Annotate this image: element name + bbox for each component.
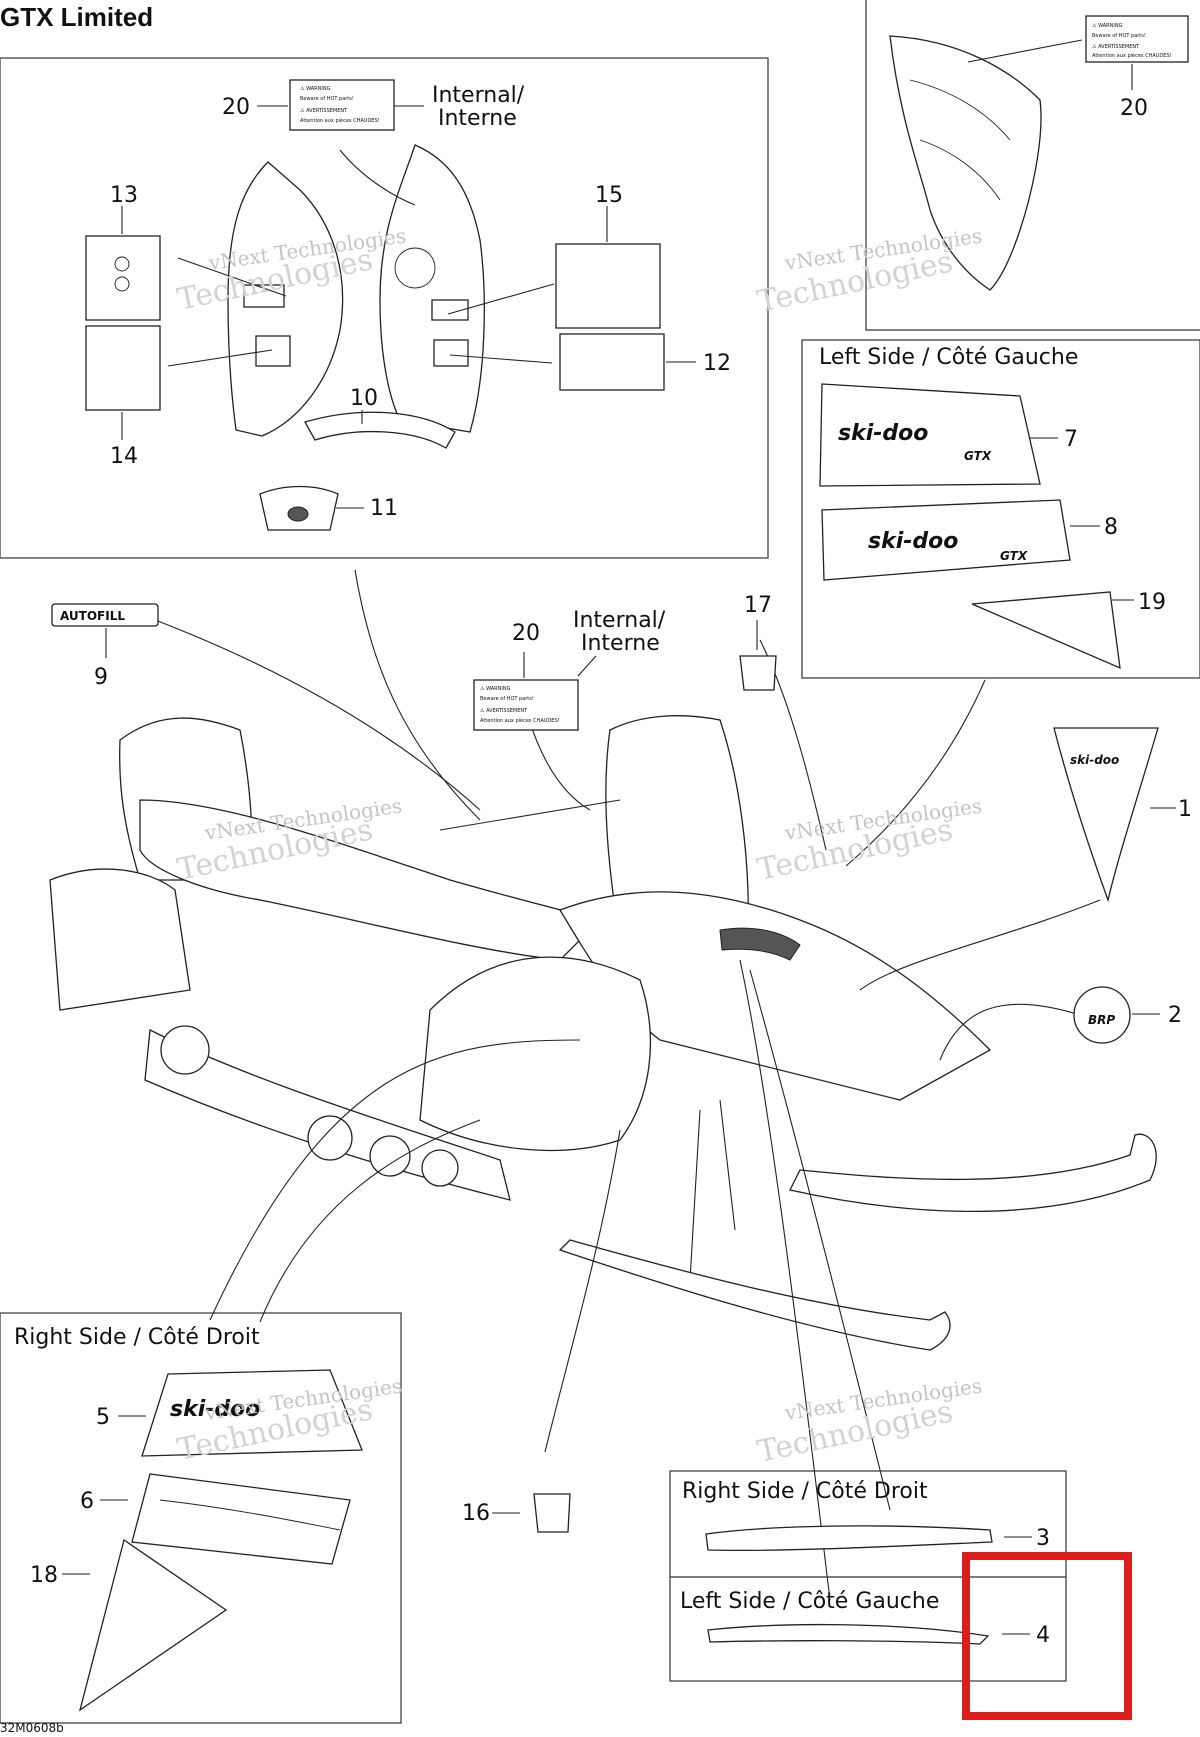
warning-label-20-top: ⚠ WARNING Beware of HOT parts! ⚠ AVERTIS… bbox=[257, 79, 424, 131]
callout-7: 7 bbox=[1064, 427, 1078, 452]
callout-1: 1 bbox=[1178, 797, 1192, 822]
callout-2: 2 bbox=[1168, 1003, 1182, 1028]
callout-20-main: 20 bbox=[512, 621, 540, 646]
left-side-heading: Left Side / Côté Gauche bbox=[819, 345, 1078, 370]
svg-text:Beware of HOT parts!: Beware of HOT parts! bbox=[1092, 33, 1146, 39]
svg-text:⚠ WARNING: ⚠ WARNING bbox=[480, 686, 511, 692]
left-side-panel bbox=[801, 339, 1200, 679]
callout-12: 12 bbox=[703, 351, 731, 376]
callout-14: 14 bbox=[110, 444, 138, 469]
right-side-small-heading: Right Side / Côté Droit bbox=[682, 1479, 928, 1504]
callout-5: 5 bbox=[96, 1405, 110, 1430]
svg-text:⚠ AVERTISSEMENT: ⚠ AVERTISSEMENT bbox=[480, 708, 528, 714]
svg-text:Beware of HOT parts!: Beware of HOT parts! bbox=[480, 696, 534, 702]
svg-text:AUTOFILL: AUTOFILL bbox=[60, 609, 125, 623]
callout-20-top-right: 20 bbox=[1120, 96, 1148, 121]
diagram-title: GTX Limited bbox=[0, 2, 153, 32]
callout-15: 15 bbox=[595, 183, 623, 208]
callout-16: 16 bbox=[462, 1501, 490, 1526]
right-side-heading: Right Side / Côté Droit bbox=[14, 1325, 260, 1350]
decal-2-brp-emblem: BRP bbox=[1073, 986, 1160, 1044]
svg-text:ski-doo: ski-doo bbox=[1070, 753, 1119, 767]
callout-9: 9 bbox=[94, 665, 108, 690]
warning-label-20-main: ⚠ WARNING Beware of HOT parts! ⚠ AVERTIS… bbox=[473, 652, 597, 731]
svg-text:GTX: GTX bbox=[964, 449, 992, 463]
svg-text:GTX: GTX bbox=[1000, 549, 1028, 563]
internal-label-top-1: Internal/ bbox=[432, 83, 525, 108]
callout-13: 13 bbox=[110, 183, 138, 208]
decal-7-skidoo-gtx: ski-doo GTX bbox=[819, 383, 1058, 487]
decal-1-hood-v: ski-doo bbox=[1053, 727, 1176, 903]
decal-19-triangle bbox=[971, 591, 1134, 670]
top-right-panel bbox=[865, 0, 1200, 331]
left-side-small-heading: Left Side / Côté Gauche bbox=[680, 1589, 939, 1614]
svg-text:⚠ WARNING: ⚠ WARNING bbox=[300, 86, 331, 92]
svg-text:⚠ AVERTISSEMENT: ⚠ AVERTISSEMENT bbox=[300, 108, 348, 114]
decal-5-skidoo-gtx: ski-doo bbox=[118, 1369, 363, 1457]
svg-text:Attention aux pièces CHAUDES!: Attention aux pièces CHAUDES! bbox=[1092, 52, 1172, 59]
internal-label-main-1: Internal/ bbox=[573, 608, 666, 633]
callout-20-top: 20 bbox=[222, 95, 250, 120]
svg-text:ski-doo: ski-doo bbox=[868, 529, 958, 554]
label-12-sticker bbox=[559, 333, 696, 391]
internal-label-main-2: Interne bbox=[581, 631, 660, 656]
label-13-sticker bbox=[85, 206, 161, 321]
callout-19: 19 bbox=[1138, 590, 1166, 615]
callout-11: 11 bbox=[370, 496, 398, 521]
top-left-panel bbox=[0, 57, 769, 559]
label-14-sticker bbox=[85, 325, 161, 440]
decal-11-emblem bbox=[259, 485, 364, 531]
svg-text:ski-doo: ski-doo bbox=[170, 1397, 260, 1422]
snowmobile-body bbox=[49, 569, 1157, 1601]
side-stripe-panel bbox=[669, 1470, 1067, 1682]
callout-10: 10 bbox=[350, 386, 378, 411]
decal-6-stripe bbox=[100, 1473, 351, 1565]
highlight-box-4 bbox=[962, 1552, 1132, 1720]
inner-side-panels bbox=[167, 144, 555, 437]
svg-text:Beware of HOT parts!: Beware of HOT parts! bbox=[300, 96, 354, 102]
decal-4-left-stripe bbox=[707, 1623, 1030, 1645]
svg-text:⚠ AVERTISSEMENT: ⚠ AVERTISSEMENT bbox=[1092, 44, 1140, 50]
callout-8: 8 bbox=[1104, 515, 1118, 540]
label-15-sticker bbox=[555, 206, 661, 329]
svg-text:Attention aux pièces CHAUDES!: Attention aux pièces CHAUDES! bbox=[480, 717, 560, 724]
callout-17: 17 bbox=[744, 593, 772, 618]
svg-text:BRP: BRP bbox=[1088, 1013, 1115, 1027]
svg-text:ski-doo: ski-doo bbox=[838, 421, 928, 446]
internal-label-top-2: Interne bbox=[438, 106, 517, 131]
callout-3: 3 bbox=[1036, 1526, 1050, 1551]
callout-6: 6 bbox=[80, 1489, 94, 1514]
decal-18-triangle bbox=[62, 1538, 228, 1712]
right-side-panel bbox=[0, 1312, 402, 1724]
decal-9-autofill: AUTOFILL bbox=[51, 603, 159, 658]
decal-8-skidoo-gtx-stripe: ski-doo GTX bbox=[821, 499, 1100, 581]
top-right-side-panel: ⚠ WARNING Beware of HOT parts! ⚠ AVERTIS… bbox=[889, 15, 1189, 291]
drawing-code: 32M0608b bbox=[0, 1721, 64, 1735]
decal-3-right-stripe bbox=[705, 1525, 1032, 1552]
callout-18: 18 bbox=[30, 1563, 58, 1588]
decal-10-arc bbox=[304, 410, 456, 449]
callout-4: 4 bbox=[1036, 1623, 1050, 1648]
svg-text:Attention aux pièces CHAUDES!: Attention aux pièces CHAUDES! bbox=[300, 117, 380, 124]
part-17-clip bbox=[739, 620, 777, 691]
svg-text:⚠ WARNING: ⚠ WARNING bbox=[1092, 23, 1123, 29]
part-16-clip bbox=[492, 1493, 571, 1533]
